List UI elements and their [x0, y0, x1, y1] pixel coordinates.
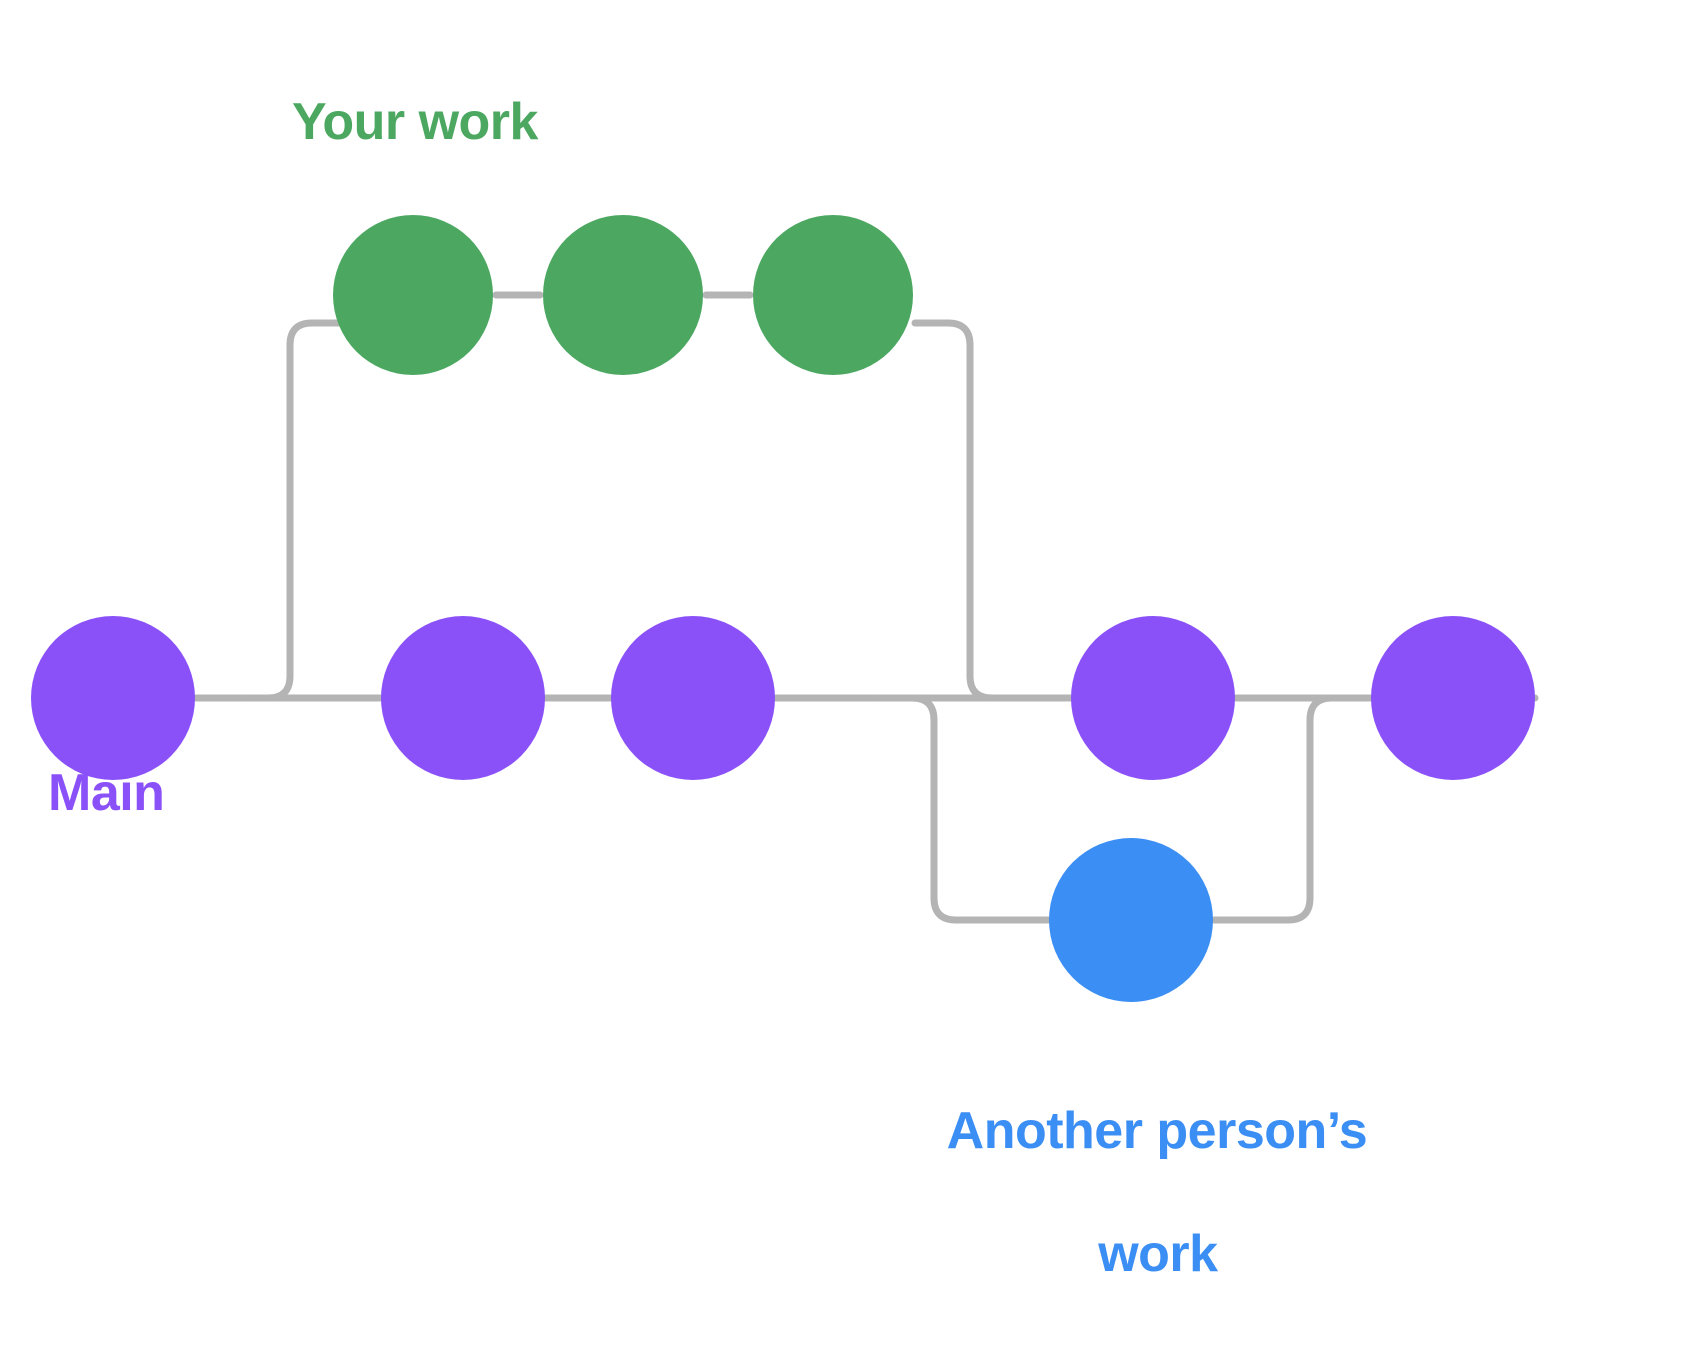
commit-node-main-3[interactable]	[611, 616, 775, 780]
your-work-commit-nodes	[333, 215, 913, 375]
branch-label-other-work-line1: Another person’s	[946, 1102, 1368, 1161]
commit-node-main-4[interactable]	[1071, 616, 1235, 780]
other-work-commit-nodes	[1049, 838, 1213, 1002]
connector-merge-up-to-main	[1210, 694, 1384, 924]
commit-node-your-work-3[interactable]	[753, 215, 913, 375]
main-commit-nodes	[31, 616, 1535, 780]
branch-label-your-work: Your work	[292, 93, 538, 151]
commit-node-main-5[interactable]	[1371, 616, 1535, 780]
connector-merge-down-to-main	[911, 319, 1075, 702]
branch-label-other-work-line2: work	[1098, 1225, 1218, 1284]
branch-label-main: Main	[48, 764, 165, 822]
commit-node-your-work-1[interactable]	[333, 215, 493, 375]
connector-branch-up-to-your-work	[244, 319, 349, 702]
branch-label-other-work: Another person’s work	[780, 1040, 1480, 1347]
commit-node-main-1[interactable]	[31, 616, 195, 780]
commit-node-your-work-2[interactable]	[543, 215, 703, 375]
connector-lines	[191, 291, 1539, 924]
commit-node-main-2[interactable]	[381, 616, 545, 780]
connector-branch-down-to-other-work	[876, 694, 1054, 924]
commit-node-other-work-1[interactable]	[1049, 838, 1213, 1002]
